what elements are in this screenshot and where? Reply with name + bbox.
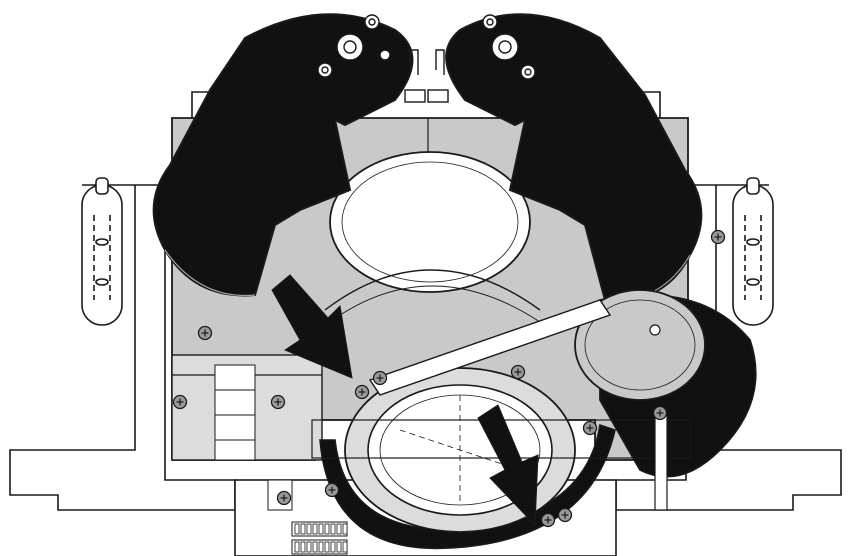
filter-holder — [311, 367, 691, 550]
connector-pin — [324, 523, 330, 535]
connector-pin — [306, 541, 312, 553]
phillips-screw-icon — [276, 490, 292, 506]
guide-rod-right — [732, 177, 774, 326]
connector-pin — [300, 523, 306, 535]
connector-pin — [318, 523, 324, 535]
arrow-down-icon — [477, 404, 539, 527]
connector-pin — [300, 541, 306, 553]
screws — [172, 229, 726, 528]
connector-pin — [342, 541, 348, 553]
connector-comb — [214, 364, 348, 555]
phillips-screw-icon — [197, 325, 213, 341]
phillips-screw-icon — [652, 405, 668, 421]
arm-right-knob — [482, 14, 536, 80]
guide-rod-left — [81, 177, 123, 326]
connector-pin — [324, 541, 330, 553]
phillips-screw-icon — [270, 394, 286, 410]
arm-left-knob — [317, 14, 391, 78]
link-bar — [368, 299, 612, 396]
phillips-screw-icon — [540, 512, 556, 528]
arm-left — [152, 13, 414, 297]
center-opening — [329, 151, 531, 293]
phillips-screw-icon — [710, 229, 726, 245]
phillips-screw-icon — [354, 384, 370, 400]
connector-pin — [336, 523, 342, 535]
connector-pin — [312, 523, 318, 535]
phillips-screw-icon — [324, 482, 340, 498]
arrow-down-right-icon — [271, 274, 353, 379]
motor-drum — [574, 289, 757, 478]
connector-pin — [342, 523, 348, 535]
phillips-screw-icon — [582, 420, 598, 436]
connector-pin — [318, 541, 324, 553]
connector-pin — [336, 541, 342, 553]
connector-pin — [294, 541, 300, 553]
connector-pin — [294, 523, 300, 535]
connector-pin — [306, 523, 312, 535]
phillips-screw-icon — [510, 364, 526, 380]
phillips-screw-icon — [557, 507, 573, 523]
connector-pin — [330, 523, 336, 535]
phillips-screw-icon — [172, 394, 188, 410]
connector-pin — [330, 541, 336, 553]
arm-right — [445, 13, 703, 302]
top-links — [404, 49, 449, 103]
connector-pin — [312, 541, 318, 553]
base-frame-left — [9, 184, 236, 511]
phillips-screw-icon — [372, 370, 388, 386]
